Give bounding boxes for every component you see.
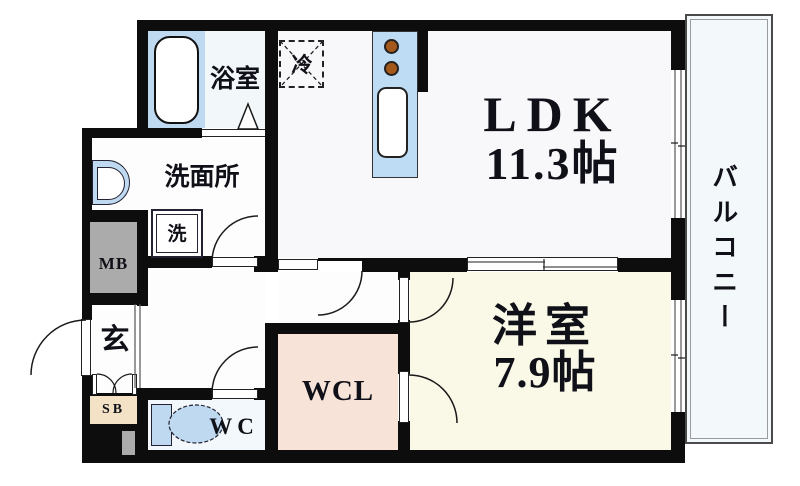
balcony-area	[685, 14, 773, 444]
sliding-door-ldk-western	[467, 257, 618, 271]
western-door-leaf	[399, 277, 409, 323]
wcl-floor	[278, 334, 398, 450]
washing-machine-inner	[156, 214, 198, 253]
bath-label: 浴室	[204, 64, 266, 96]
washroom-text: 洗面所	[164, 163, 240, 191]
balcony-inner-rail	[690, 19, 768, 439]
entry-closet-leaf-right	[132, 374, 137, 395]
wall-wash-bottom-left	[148, 256, 212, 268]
wall-right-a	[671, 20, 685, 70]
wcl-door-leaf	[399, 371, 409, 423]
wcl-text: WCL	[301, 374, 375, 407]
wall-bottom	[82, 450, 685, 463]
wall-bath-wash	[148, 128, 202, 138]
washroom-door-leaf	[212, 257, 258, 267]
western-room-label: 洋室 7.9帖	[430, 282, 660, 417]
ldk-hall-door-leaf	[278, 259, 318, 270]
ldk-floor	[278, 31, 671, 258]
wall-divider-right	[618, 258, 685, 272]
stove-burner-2	[384, 61, 399, 76]
laundry-text: 洗	[167, 224, 187, 246]
bath-text: 浴室	[209, 65, 260, 93]
kitchen-sink	[377, 87, 408, 158]
washroom-label: 洗面所	[146, 162, 258, 194]
western-size: 7.9帖	[493, 348, 597, 398]
fridge-label: 冷	[283, 50, 321, 80]
shoe-box-text: SB	[101, 401, 126, 417]
balcony-label: バルコニー	[699, 140, 747, 360]
wall-right-c	[671, 412, 685, 463]
balcony-text: バルコニー	[708, 162, 738, 338]
wall-western-left-3	[398, 421, 410, 463]
wall-bath-ldk	[265, 20, 278, 272]
entry-closet-leaf-left	[92, 374, 97, 395]
ldk-name: LDK	[483, 85, 622, 142]
ldk-size: 11.3帖	[485, 138, 620, 190]
wall-hall-opening-lintel	[318, 258, 362, 261]
wall-wcl-top	[265, 323, 410, 334]
wall-kitchen-stub	[418, 31, 428, 92]
western-name: 洋室	[491, 300, 598, 351]
meter-box	[90, 222, 137, 293]
pipe-space-stub	[122, 431, 135, 455]
bath-door-rail	[202, 129, 265, 137]
toilet-tank	[151, 404, 172, 446]
wcl-label: WCL	[290, 370, 386, 412]
wc-label: WC	[202, 412, 266, 442]
wall-right-b	[671, 218, 685, 300]
wc-text: WC	[209, 413, 259, 439]
wall-bath-left	[137, 20, 148, 130]
entrance-door-leaf	[81, 319, 91, 376]
ldk-label: LDK 11.3帖	[415, 68, 690, 208]
window-western	[671, 300, 685, 412]
stove-burner-1	[384, 39, 399, 54]
shoe-box	[90, 396, 137, 424]
wall-wash-top	[82, 128, 148, 138]
hallway-floor	[148, 268, 265, 388]
wall-mb-top	[82, 210, 148, 222]
wall-divider-left	[410, 258, 467, 272]
hallway-floor-strip	[278, 272, 398, 323]
wall-wc-top	[137, 388, 212, 400]
washbasin-bowl	[97, 167, 125, 200]
wall-western-left-1	[398, 258, 410, 280]
washing-machine-space	[151, 209, 203, 258]
fridge-text: 冷	[291, 52, 313, 77]
washbasin	[92, 160, 130, 205]
wall-wash-bottom-right	[254, 256, 278, 272]
wc-door-leaf	[212, 389, 258, 399]
entrance-label: 玄	[93, 316, 137, 364]
bathtub	[154, 36, 199, 124]
meter-box-label: MB	[90, 250, 137, 278]
laundry-label: 洗	[160, 222, 194, 248]
wall-left-upper	[82, 128, 92, 320]
shoe-box-label: SB	[90, 397, 137, 423]
wall-mb-right	[137, 210, 148, 306]
wall-mb-bottom	[82, 293, 148, 305]
entrance-door-arc	[30, 319, 87, 376]
wall-wc-top-right	[254, 388, 278, 400]
meter-box-text: MB	[98, 254, 129, 274]
wall-top	[137, 20, 685, 31]
entrance-text: 玄	[100, 323, 130, 356]
